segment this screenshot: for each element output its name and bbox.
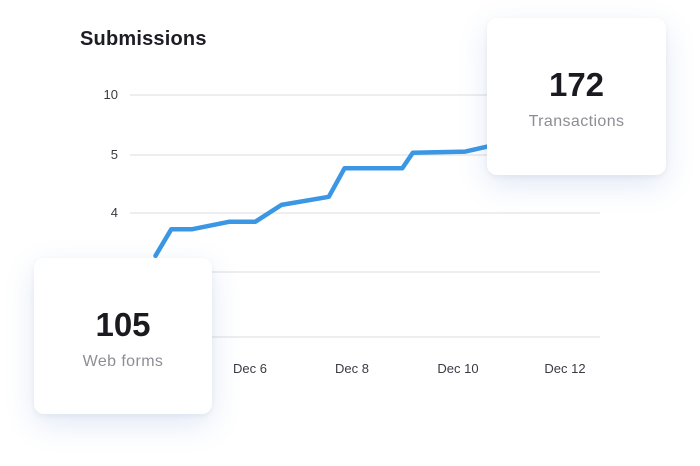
y-tick-label: 10 — [104, 87, 118, 102]
x-tick-label: Dec 6 — [233, 361, 267, 376]
x-tick-label: Dec 8 — [335, 361, 369, 376]
x-tick-label: Dec 12 — [544, 361, 585, 376]
y-tick-label: 4 — [111, 205, 118, 220]
transactions-value: 172 — [548, 66, 605, 103]
y-tick-label: 5 — [111, 147, 118, 162]
web-forms-label: Web forms — [82, 352, 164, 370]
transactions-card: 172 Transactions — [487, 18, 666, 175]
chart-title: Submissions — [80, 28, 207, 50]
x-tick-label: Dec 10 — [437, 361, 478, 376]
web-forms-card: 105 Web forms — [34, 258, 212, 414]
web-forms-value: 105 — [95, 305, 151, 343]
series-line-0 — [153, 142, 500, 259]
transactions-label: Transactions — [528, 113, 625, 130]
